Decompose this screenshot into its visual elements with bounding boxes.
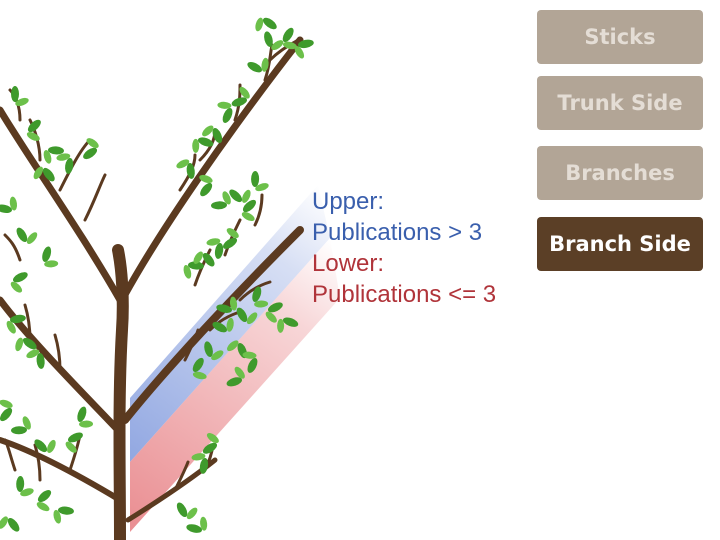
leaf-icon [193, 251, 215, 267]
trunk-side-button[interactable]: Trunk Side [537, 76, 703, 130]
leaf-icon [43, 146, 64, 164]
twig-20 [3, 438, 17, 472]
twig-0 [58, 138, 92, 192]
leaf-icon [42, 246, 59, 268]
leaf-icon [11, 86, 29, 107]
leaf-icon [15, 337, 37, 352]
leaf-icon [282, 27, 297, 50]
lower-legend-title: Lower: [312, 250, 385, 277]
leaf-icon [242, 351, 258, 373]
leaf-icon [183, 261, 204, 279]
leaf-icon [34, 439, 56, 453]
leaf-icon [65, 432, 83, 453]
leaf-icon [251, 171, 269, 192]
twig-14 [183, 328, 200, 362]
twig-11 [253, 193, 264, 227]
twig-7 [268, 38, 300, 62]
leaf-icon [6, 314, 26, 334]
leaf-icon [16, 227, 38, 244]
leaf-icon [252, 286, 269, 308]
leaf-icon [176, 159, 195, 179]
leaf-icon [192, 357, 207, 380]
twig-16 [53, 333, 62, 372]
leaf-icon [0, 516, 20, 532]
branches-button[interactable]: Branches [537, 146, 703, 200]
leaf-icon [241, 199, 256, 222]
split-legend: Upper: Publications > 3 Lower: Publicati… [312, 186, 496, 310]
leaf-icon [202, 432, 219, 454]
leaf-icon [277, 317, 299, 333]
leaf-icon [53, 506, 74, 524]
leaf-icon [206, 238, 224, 259]
leaf-icon [192, 137, 214, 153]
leaf-icon [83, 138, 99, 160]
tree-leaves [0, 17, 314, 533]
leaf-icon [255, 17, 277, 32]
twig-15 [23, 303, 32, 342]
upper-legend-title: Upper: [312, 188, 385, 215]
twig-21 [173, 460, 190, 492]
leaf-icon [231, 86, 250, 107]
left-base-limb [0, 437, 123, 503]
leaf-icon [226, 366, 245, 387]
right-lower-limb [121, 226, 304, 424]
right-limb [118, 36, 304, 304]
leaf-icon [212, 317, 234, 333]
leaf-icon [56, 153, 74, 174]
leaf-icon [26, 349, 45, 369]
twig-12 [238, 280, 272, 302]
leaf-icon [211, 191, 231, 210]
leaf-icon [202, 125, 223, 144]
leaf-icon [176, 502, 198, 520]
leaf-icon [0, 399, 13, 422]
leaf-icon [217, 101, 233, 123]
left-limb [0, 106, 124, 304]
leaf-icon [33, 166, 55, 182]
leaf-icon [11, 416, 31, 435]
leaf-icon [216, 296, 238, 313]
leaf-icon [191, 453, 209, 474]
leaf-icon [264, 31, 284, 51]
leaf-icon [204, 341, 224, 361]
leaf-icon [26, 119, 41, 141]
leaf-icon [16, 476, 34, 497]
left-lower-limb [0, 296, 122, 434]
leaf-icon [199, 174, 213, 197]
leaf-icon [223, 228, 239, 249]
leaf-icon [0, 196, 18, 214]
leaf-icon [294, 39, 314, 59]
leaf-icon [229, 189, 251, 203]
sticks-button[interactable]: Sticks [537, 10, 703, 64]
leaf-icon [36, 490, 52, 512]
lower-legend-rule: Publications <= 3 [312, 281, 497, 308]
branch-side-button[interactable]: Branch Side [537, 217, 703, 271]
leaf-icon [236, 307, 258, 325]
leaf-icon [77, 406, 94, 428]
leaf-icon [10, 272, 28, 293]
twig-18 [33, 443, 42, 482]
twig-17 [3, 233, 22, 262]
leaf-icon [247, 57, 269, 73]
leaf-icon [186, 516, 208, 533]
upper-legend-rule: Publications > 3 [312, 219, 483, 246]
trunk [112, 244, 129, 540]
leaf-icon [265, 302, 283, 323]
twig-3 [83, 173, 107, 222]
